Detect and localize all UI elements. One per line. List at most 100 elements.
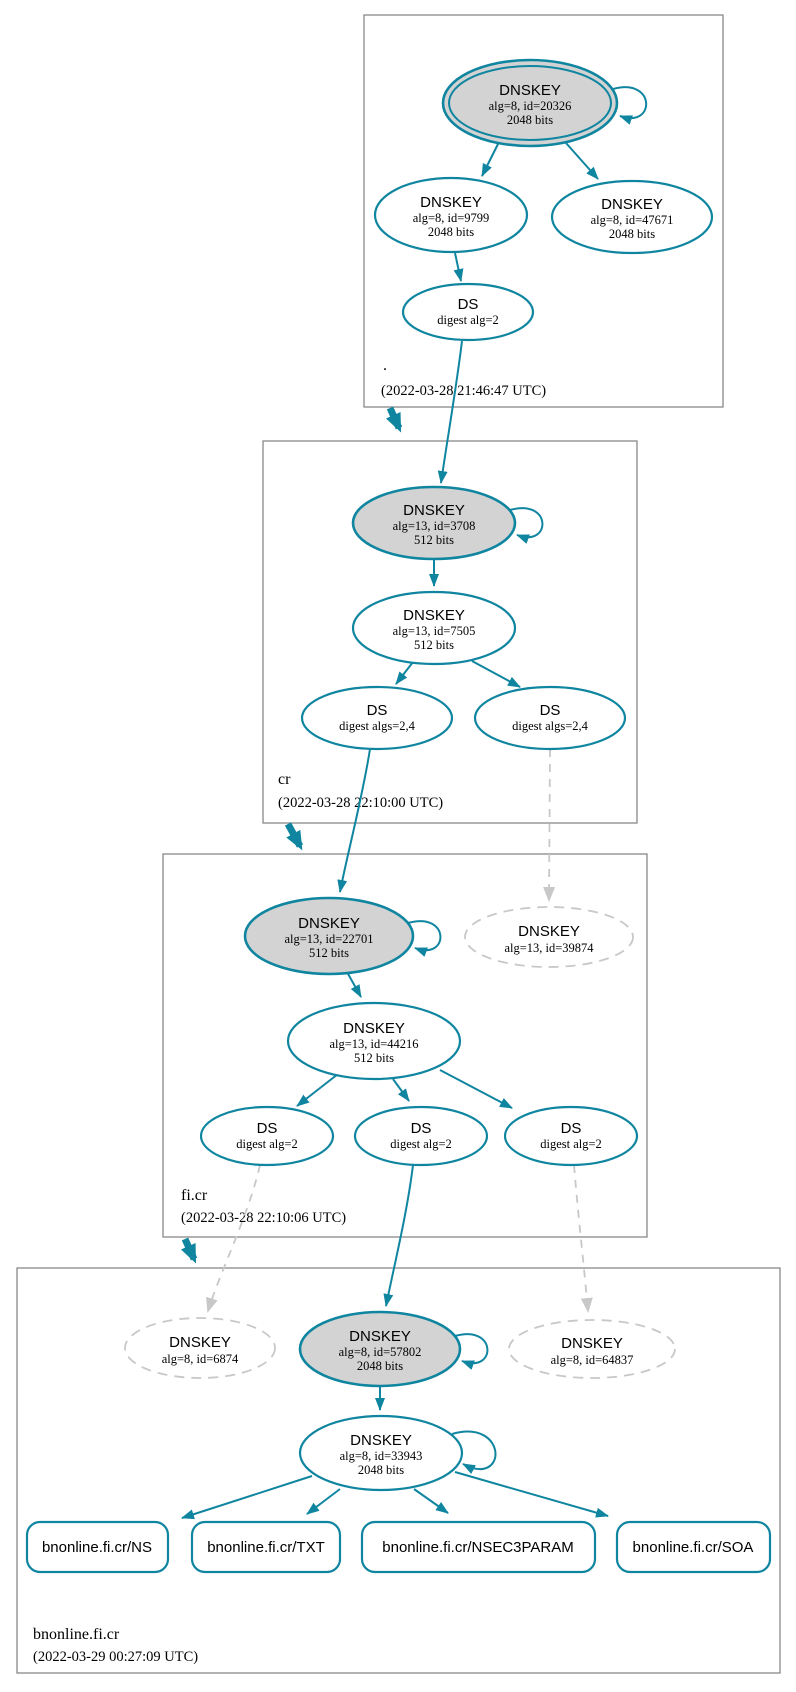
edge-root-ds-to-cr-ksk — [437, 340, 463, 484]
node-title: DS — [257, 1120, 278, 1137]
node-bits: 2048 bits — [507, 113, 553, 127]
zone-timestamp-cr: (2022-03-28 22:10:00 UTC) — [278, 795, 443, 811]
edge-ficr-zsk-to-ds-left — [296, 1073, 339, 1107]
rrset-txt: bnonline.fi.cr/TXT — [190, 1520, 342, 1574]
rrset-nsec3param: bnonline.fi.cr/NSEC3PARAM — [360, 1520, 597, 1574]
node-ficr-zsk-44216: DNSKEY alg=13, id=44216 512 bits — [286, 1001, 462, 1081]
edge-root-zsk-to-ds — [453, 252, 464, 282]
node-root-zsk-47671: DNSKEY alg=8, id=47671 2048 bits — [550, 179, 714, 255]
zone-timestamp-ficr: (2022-03-28 22:10:06 UTC) — [181, 1210, 346, 1226]
node-detail: alg=8, id=6874 — [162, 1352, 239, 1366]
zone-timestamp-bnonline: (2022-03-29 00:27:09 UTC) — [33, 1649, 198, 1665]
rrset-label: bnonline.fi.cr/TXT — [207, 1539, 325, 1556]
edge-bn-ksk-selfsign — [454, 1333, 489, 1370]
edge-ficr-ds-to-missing-key-64837 — [573, 1164, 593, 1313]
node-detail: digest alg=2 — [390, 1137, 452, 1151]
node-bn-missing-key-6874: DNSKEY alg=8, id=6874 — [124, 1317, 276, 1379]
node-bits: 512 bits — [414, 638, 454, 652]
node-ficr-ds-right: DS digest alg=2 — [503, 1105, 639, 1167]
node-bits: 512 bits — [354, 1051, 394, 1065]
edge-cr-zsk-to-ds-right — [471, 660, 521, 688]
delegation-arrow-root-to-cr — [385, 406, 403, 433]
node-title: DNSKEY — [561, 1335, 623, 1352]
edge-cr-ds-to-missing-key-39874 — [543, 748, 556, 902]
node-title: DS — [561, 1120, 582, 1137]
rrset-soa: bnonline.fi.cr/SOA — [615, 1520, 772, 1574]
node-detail: digest algs=2,4 — [512, 719, 589, 733]
node-detail: digest algs=2,4 — [339, 719, 416, 733]
node-bn-ksk-57802: DNSKEY alg=8, id=57802 2048 bits — [298, 1310, 462, 1388]
node-title: DNSKEY — [518, 923, 580, 940]
node-title: DNSKEY — [601, 196, 663, 213]
node-detail: alg=13, id=3708 — [393, 519, 476, 533]
node-bn-zsk-33943: DNSKEY alg=8, id=33943 2048 bits — [298, 1414, 464, 1492]
zone-timestamp-root: (2022-03-28 21:46:47 UTC) — [381, 383, 546, 399]
node-title: DNSKEY — [420, 194, 482, 211]
node-title: DNSKEY — [499, 82, 561, 99]
node-detail: alg=13, id=7505 — [393, 624, 476, 638]
node-detail: alg=8, id=20326 — [489, 99, 572, 113]
zone-label-bnonline: bnonline.fi.cr — [33, 1626, 120, 1643]
edge-bn-zsk-to-rrset-txt — [306, 1488, 341, 1515]
edge-bn-zsk-to-rrset-ns — [181, 1475, 313, 1520]
edge-ficr-ksk-to-zsk — [346, 971, 362, 998]
node-detail: digest alg=2 — [540, 1137, 602, 1151]
node-title: DNSKEY — [169, 1334, 231, 1351]
node-title: DNSKEY — [350, 1432, 412, 1449]
node-cr-ksk-3708: DNSKEY alg=13, id=3708 512 bits — [351, 485, 517, 561]
node-ficr-ds-left: DS digest alg=2 — [199, 1105, 335, 1167]
rrset-ns: bnonline.fi.cr/NS — [25, 1520, 170, 1574]
node-bits: 512 bits — [414, 533, 454, 547]
node-detail: alg=8, id=47671 — [591, 213, 674, 227]
node-title: DNSKEY — [403, 502, 465, 519]
node-title: DNSKEY — [403, 607, 465, 624]
node-root-zsk-9799: DNSKEY alg=8, id=9799 2048 bits — [373, 176, 529, 254]
node-detail: alg=8, id=33943 — [340, 1449, 423, 1463]
edge-ficr-zsk-to-ds-right — [439, 1069, 513, 1109]
rrset-label: bnonline.fi.cr/NS — [42, 1539, 152, 1556]
node-title: DS — [411, 1120, 432, 1137]
rrset-label: bnonline.fi.cr/SOA — [633, 1539, 754, 1556]
edge-ficr-ds-to-bn-ksk — [383, 1164, 414, 1307]
edge-cr-zsk-to-ds-left — [395, 661, 414, 685]
node-bits: 2048 bits — [609, 227, 655, 241]
zone-label-root: . — [383, 357, 387, 374]
edge-bn-zsk-to-rrset-nsec3param — [413, 1488, 449, 1514]
node-bits: 2048 bits — [428, 225, 474, 239]
node-title: DS — [540, 702, 561, 719]
node-detail: alg=8, id=64837 — [551, 1353, 634, 1367]
node-title: DNSKEY — [298, 915, 360, 932]
node-bits: 2048 bits — [358, 1463, 404, 1477]
node-bn-missing-key-64837: DNSKEY alg=8, id=64837 — [508, 1319, 676, 1379]
node-cr-zsk-7505: DNSKEY alg=13, id=7505 512 bits — [351, 590, 517, 666]
edge-ficr-ksk-selfsign — [407, 920, 442, 957]
edge-ficr-ds-to-missing-key-6874 — [206, 1164, 261, 1313]
node-detail: digest alg=2 — [437, 313, 499, 327]
node-root-ds: DS digest alg=2 — [401, 282, 535, 342]
node-ficr-missing-key-39874: DNSKEY alg=13, id=39874 — [464, 906, 634, 968]
node-detail: digest alg=2 — [236, 1137, 298, 1151]
edge-root-ksk-to-zsk-47671 — [565, 142, 599, 180]
edge-root-ksk-selfsign — [612, 86, 648, 125]
node-bits: 512 bits — [309, 946, 349, 960]
edge-root-ksk-to-zsk-9799 — [481, 143, 499, 177]
node-detail: alg=13, id=22701 — [284, 932, 373, 946]
node-title: DS — [458, 296, 479, 313]
edge-cr-ds-to-ficr-ksk — [337, 748, 371, 893]
delegation-arrow-cr-to-ficr — [284, 822, 304, 851]
node-title: DNSKEY — [349, 1328, 411, 1345]
node-bits: 2048 bits — [357, 1359, 403, 1373]
node-cr-ds-left: DS digest algs=2,4 — [300, 685, 454, 751]
zone-label-cr: cr — [278, 771, 291, 788]
node-detail: alg=8, id=9799 — [413, 211, 490, 225]
node-cr-ds-right: DS digest algs=2,4 — [473, 685, 627, 751]
delegation-arrow-ficr-to-bnonline — [180, 1237, 198, 1264]
edge-bn-zsk-selfsign — [451, 1430, 497, 1475]
node-ficr-ds-mid: DS digest alg=2 — [353, 1105, 489, 1167]
node-ficr-ksk-22701: DNSKEY alg=13, id=22701 512 bits — [243, 896, 415, 976]
node-title: DNSKEY — [343, 1020, 405, 1037]
node-detail: alg=13, id=39874 — [504, 941, 594, 955]
edge-cr-ksk-selfsign — [509, 507, 544, 544]
